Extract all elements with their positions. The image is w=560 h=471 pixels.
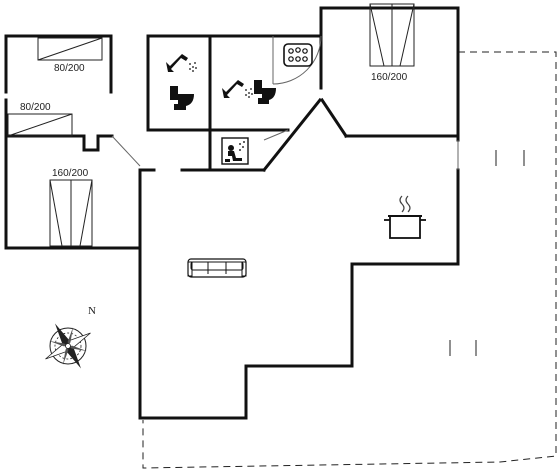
compass-rose-icon xyxy=(45,323,91,369)
whirlpool-icon xyxy=(283,43,313,67)
terrace-outline xyxy=(142,51,557,469)
toilet-icon xyxy=(254,80,276,104)
bed-label: 160/200 xyxy=(52,168,89,179)
windows xyxy=(449,150,525,356)
bed-80-200-middle: 80/200 xyxy=(7,102,73,137)
bed-label: 80/200 xyxy=(20,102,51,113)
shower-icon xyxy=(222,80,253,98)
toilet-icon xyxy=(170,86,194,110)
compass-north-label: N xyxy=(88,305,96,317)
doors xyxy=(111,35,459,170)
bed-label: 80/200 xyxy=(54,63,85,74)
bed-160-200-right: 160/200 xyxy=(369,3,415,83)
sauna-icon xyxy=(221,137,249,165)
sofa-icon xyxy=(187,258,247,278)
bed-label: 160/200 xyxy=(371,72,408,83)
bed-160-200-left: 160/200 xyxy=(49,168,93,247)
shower-icon xyxy=(166,54,197,72)
cooking-pot-icon xyxy=(384,195,426,239)
bed-80-200-top: 80/200 xyxy=(37,37,103,74)
